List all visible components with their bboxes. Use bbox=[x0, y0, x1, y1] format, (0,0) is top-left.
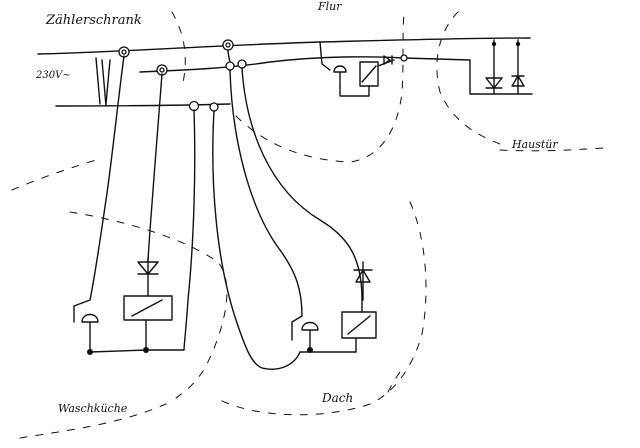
run-laundry-left bbox=[89, 55, 125, 301]
roof-bell-button bbox=[301, 321, 319, 351]
hallway-bell-button bbox=[333, 65, 347, 87]
front-door-equipment bbox=[485, 39, 525, 95]
label-voltage: 230V~ bbox=[35, 70, 71, 81]
boundary-hallway-right bbox=[436, 11, 501, 145]
laundry-diode bbox=[137, 257, 159, 297]
roof-diode bbox=[353, 261, 373, 301]
boundary-hallway-left bbox=[171, 11, 186, 89]
hallway-equipment bbox=[319, 41, 408, 97]
label-meter-cabinet: Zählerschrank bbox=[45, 13, 142, 28]
hallway-terminal bbox=[400, 54, 408, 62]
front-door-junction-2 bbox=[515, 41, 521, 47]
terminal-center-a bbox=[225, 61, 235, 71]
terminal-cabinet-inner bbox=[121, 49, 127, 55]
run-laundry-relay bbox=[147, 73, 163, 261]
boundary-roof bbox=[219, 201, 427, 416]
terminal-bottom-a bbox=[188, 100, 200, 112]
roof-relay-box bbox=[341, 311, 377, 339]
boundary-meter-cabinet-left bbox=[11, 159, 97, 191]
roof-switch bbox=[291, 315, 303, 341]
laundry-equipment bbox=[73, 257, 185, 355]
wire-runs bbox=[89, 49, 363, 370]
bus-middle-right bbox=[403, 57, 533, 95]
fuse-symbol-1 bbox=[95, 57, 107, 107]
laundry-switch bbox=[73, 299, 91, 323]
bus-middle bbox=[139, 56, 405, 73]
hallway-bell-wire bbox=[319, 41, 331, 71]
run-laundry-right bbox=[183, 109, 196, 351]
terminal-bottom-b bbox=[209, 102, 219, 112]
hallway-relay-box bbox=[359, 61, 379, 87]
hallway-relay-top bbox=[377, 59, 395, 67]
boundary-hallway-bottom bbox=[235, 13, 405, 163]
roof-equipment bbox=[291, 261, 377, 353]
hallway-relay-feed bbox=[339, 85, 370, 97]
supply-lines bbox=[37, 37, 533, 107]
junction-terminals bbox=[118, 39, 247, 112]
roof-junction-1 bbox=[307, 347, 313, 353]
bus-top bbox=[37, 37, 531, 55]
boundary-front-door-bottom bbox=[499, 147, 605, 152]
run-roof-inner bbox=[241, 67, 363, 313]
label-laundry: Waschküche bbox=[58, 402, 128, 415]
terminal-top-center-inner bbox=[225, 42, 231, 48]
laundry-bell-button bbox=[81, 313, 99, 353]
boundary-laundry-bottom bbox=[19, 403, 167, 439]
boundary-roof-right bbox=[387, 365, 405, 393]
terminal-center-b bbox=[237, 59, 247, 69]
label-roof: Dach bbox=[321, 391, 353, 405]
laundry-junction-1 bbox=[87, 349, 93, 355]
label-front-door: Haustür bbox=[511, 138, 558, 151]
run-roof-feed bbox=[227, 49, 231, 63]
terminal-middle-inner bbox=[159, 67, 165, 73]
laundry-junction-2 bbox=[143, 347, 149, 353]
front-door-diode-1 bbox=[485, 71, 503, 95]
label-hallway: Flur bbox=[317, 0, 342, 13]
boundary-laundry-top bbox=[69, 211, 228, 399]
laundry-relay-box bbox=[123, 295, 173, 321]
front-door-diode-2 bbox=[511, 71, 525, 95]
fuse-symbol-2 bbox=[105, 59, 111, 105]
front-door-junction-1 bbox=[491, 41, 497, 47]
run-roof-outer bbox=[212, 110, 301, 370]
bus-bottom bbox=[55, 103, 231, 107]
run-roof-middle bbox=[229, 69, 303, 317]
laundry-bottom-wire bbox=[89, 349, 185, 353]
